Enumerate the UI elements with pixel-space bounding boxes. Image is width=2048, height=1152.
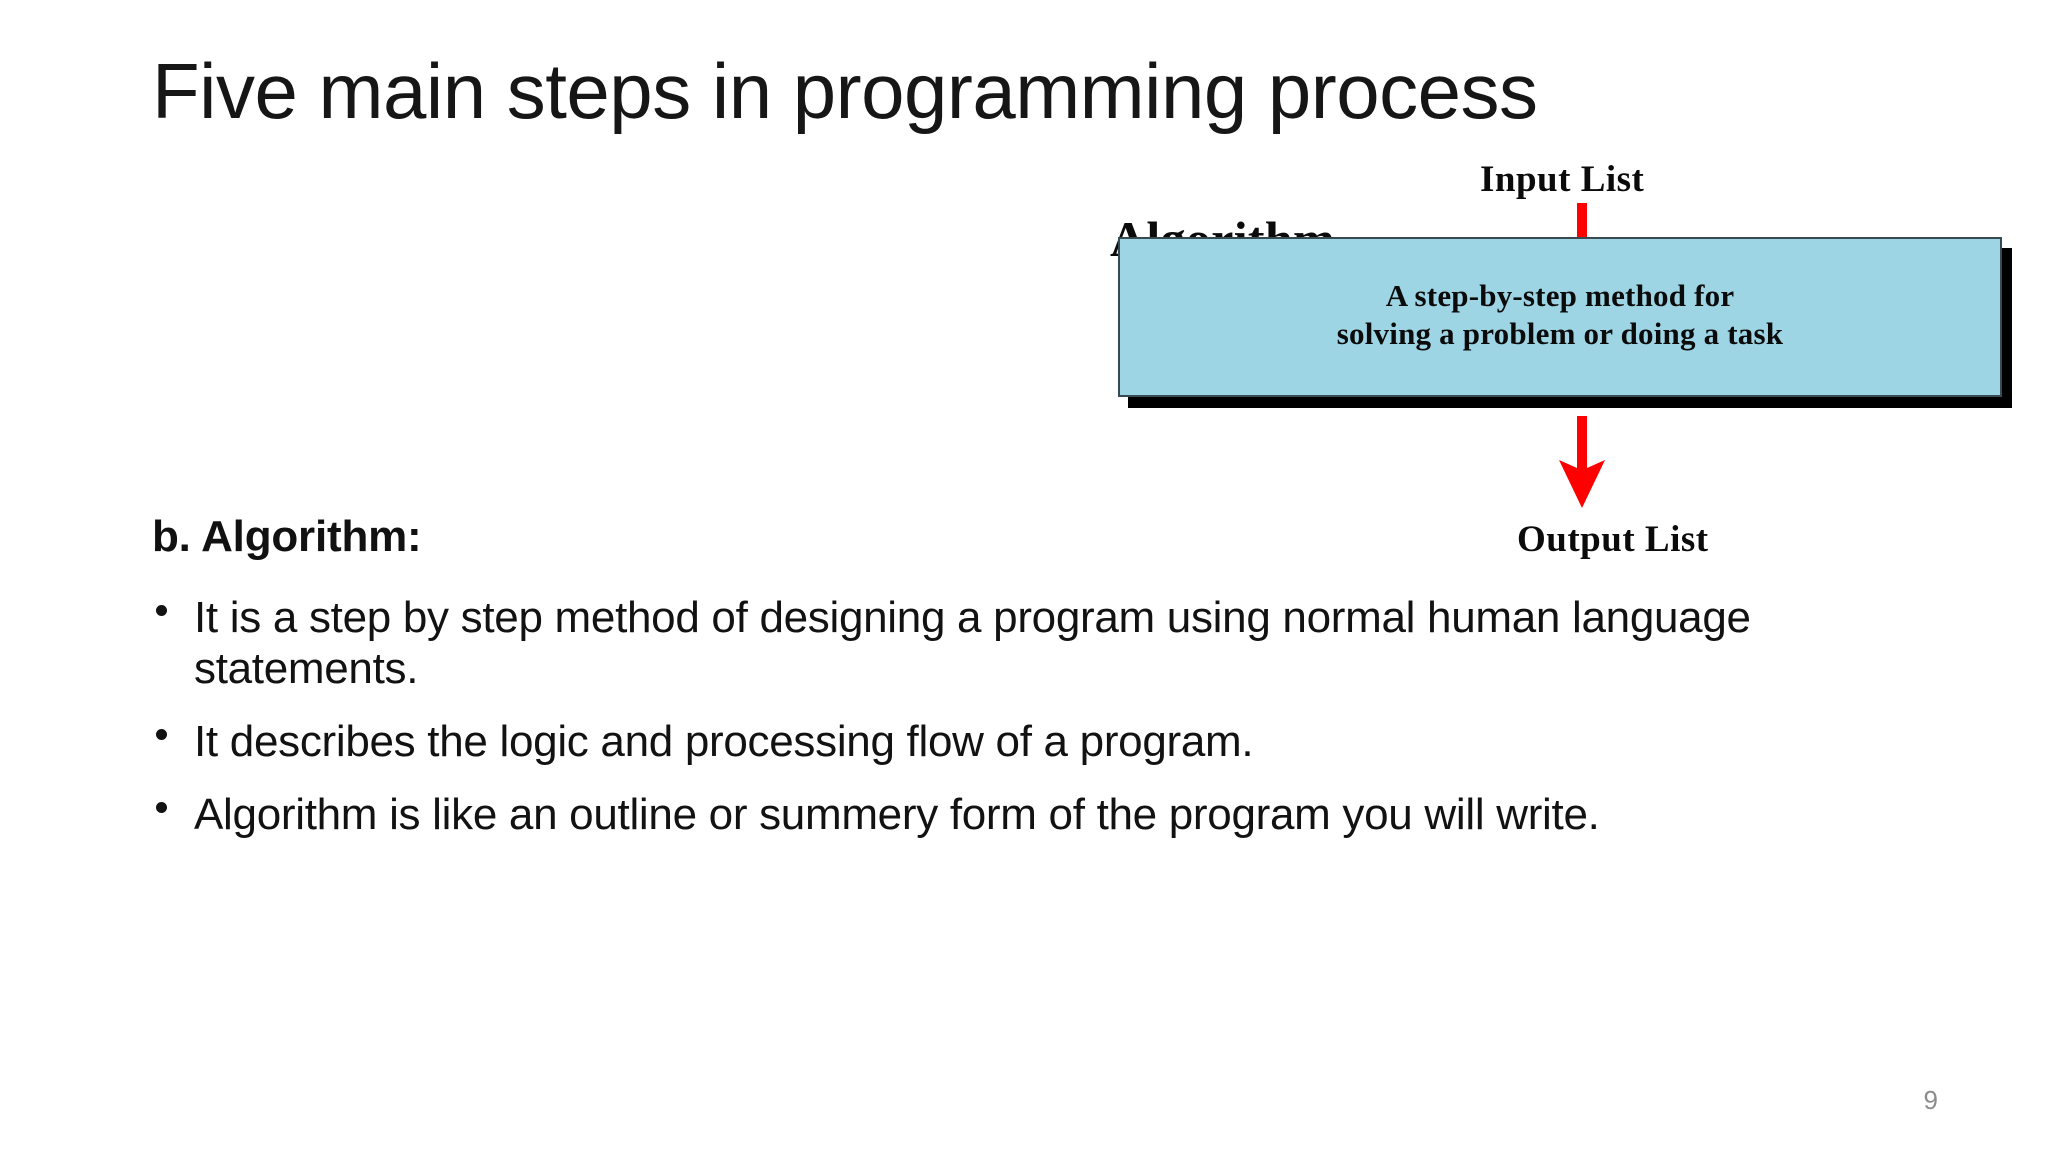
bullet-list: It is a step by step method of designing… [152,592,1912,840]
algorithm-diagram: Input List Algorithm A step-by-step meth… [1090,148,2020,588]
algorithm-box-text-line1: A step-by-step method for [1385,278,1735,313]
section-heading: b. Algorithm: [152,512,422,561]
algorithm-box-text-line2: solving a problem or doing a task [1336,315,1784,351]
page-title: Five main steps in programming process [152,47,1538,135]
algorithm-box-text: A step-by-step method for solving a prob… [1120,277,2000,353]
bullet-dot-icon [156,802,167,814]
output-list-label: Output List [1517,519,1709,560]
input-list-label: Input List [1480,159,1645,200]
arrow-down-icon [1559,416,1605,508]
list-item: Algorithm is like an outline or summery … [152,789,1894,840]
list-item-text: Algorithm is like an outline or summery … [194,790,1600,840]
page-number: 9 [1923,1085,1938,1115]
bullet-dot-icon [156,605,167,617]
algorithm-box: A step-by-step method for solving a prob… [1118,237,2002,397]
body-content: b. Algorithm: It is a step by step metho… [152,512,1912,862]
list-item: It is a step by step method of designing… [152,592,1894,694]
list-item: It describes the logic and processing fl… [152,716,1894,767]
list-item-text: It describes the logic and processing fl… [194,717,1254,767]
list-item-text: It is a step by step method of designing… [194,593,1751,694]
bullet-dot-icon [156,729,167,741]
